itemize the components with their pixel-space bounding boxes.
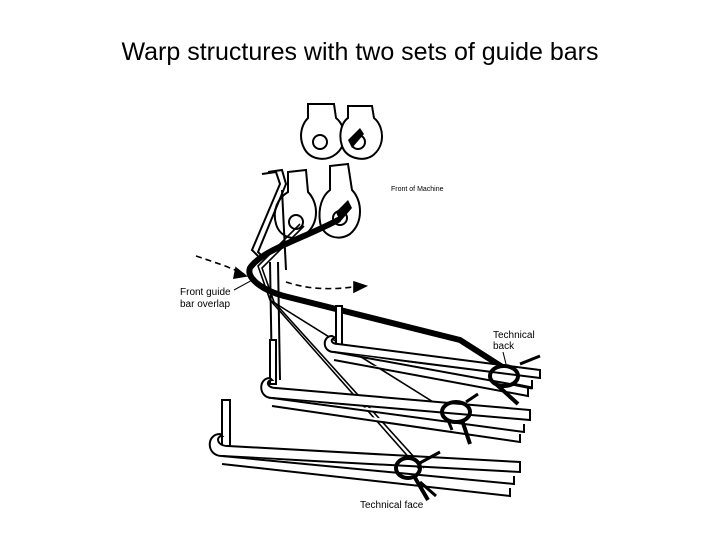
swing-arc-right [285, 280, 369, 294]
slide-title: Warp structures with two sets of guide b… [121, 38, 599, 66]
loop-technical-back [488, 354, 541, 406]
swing-arc-left [195, 255, 248, 279]
loop-middle [440, 392, 479, 445]
label-technical-face: Technical face [360, 500, 424, 511]
guide-tips [336, 128, 364, 222]
label-front-guide-line1: Front guide [180, 287, 231, 298]
label-technical-back-line2: back [493, 341, 515, 352]
label-front-of-machine: Front of Machine [391, 186, 444, 193]
label-front-guide-line2: bar overlap [180, 299, 230, 310]
loop-technical-face [394, 450, 441, 502]
label-front-guide-leader [233, 277, 257, 291]
back-guide-bar [300, 103, 383, 160]
needle-row-middle [260, 339, 531, 444]
label-technical-back-leader [502, 351, 507, 365]
label-technical-back-line1: Technical [493, 330, 535, 341]
needle-row-front [208, 399, 521, 498]
